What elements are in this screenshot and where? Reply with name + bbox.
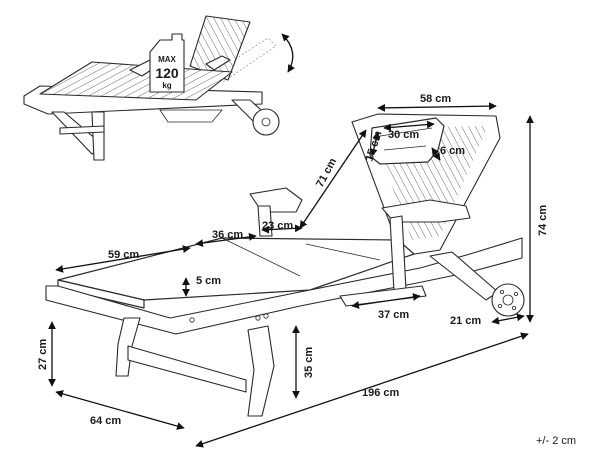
dim-overall-length: 196 cm: [362, 387, 400, 399]
dim-width-back: 58 cm: [420, 93, 451, 105]
dim-pillow-height: 6 cm: [440, 145, 465, 157]
dim-overall-width: 64 cm: [90, 415, 121, 427]
dim-mid-length: 36 cm: [212, 229, 243, 241]
dimension-labels: 58 cm 30 cm 15 cm 6 cm 71 cm 74 cm 59 cm…: [37, 93, 576, 447]
tolerance-note: +/- 2 cm: [536, 435, 576, 447]
capacity-badge-line2: 120: [155, 65, 179, 81]
front-leg-brace: [127, 345, 247, 393]
inset-armrest-right: [205, 55, 231, 71]
dim-seat-length: 59 cm: [108, 249, 139, 261]
inset-tray: [159, 109, 223, 123]
capacity-badge: MAX 120 kg: [149, 33, 185, 93]
capacity-badge-line1: MAX: [158, 55, 176, 64]
dim-wheel-diameter: 21 cm: [450, 315, 481, 327]
rear-leg: [247, 325, 275, 417]
wheel: [491, 283, 525, 317]
seat-cushion-edge: [57, 279, 145, 309]
dim-arm-height: 23 cm: [262, 220, 293, 232]
main-lounger-illustration: [45, 113, 525, 417]
dim-tray-length: 37 cm: [378, 309, 409, 321]
recline-arrow-icon: [281, 33, 295, 73]
dim-leg-height: 27 cm: [37, 339, 49, 370]
side-rail: [45, 237, 523, 335]
inset-rear-leg: [91, 111, 105, 161]
dim-overall-height: 74 cm: [537, 205, 549, 236]
inset-backrest-ghost: [214, 37, 277, 83]
dim-cushion-thickness: 5 cm: [196, 275, 221, 287]
capacity-badge-line3: kg: [162, 81, 171, 90]
inset-leg-brace: [59, 125, 105, 135]
dim-pillow-width: 30 cm: [388, 129, 419, 141]
dim-backrest-length: 71 cm: [314, 156, 339, 189]
dimension-lines: [48, 102, 534, 448]
inset-wheel: [252, 108, 280, 136]
inset-lounger-illustration: MAX 120 kg: [23, 15, 295, 161]
dim-seat-height: 35 cm: [303, 347, 315, 378]
